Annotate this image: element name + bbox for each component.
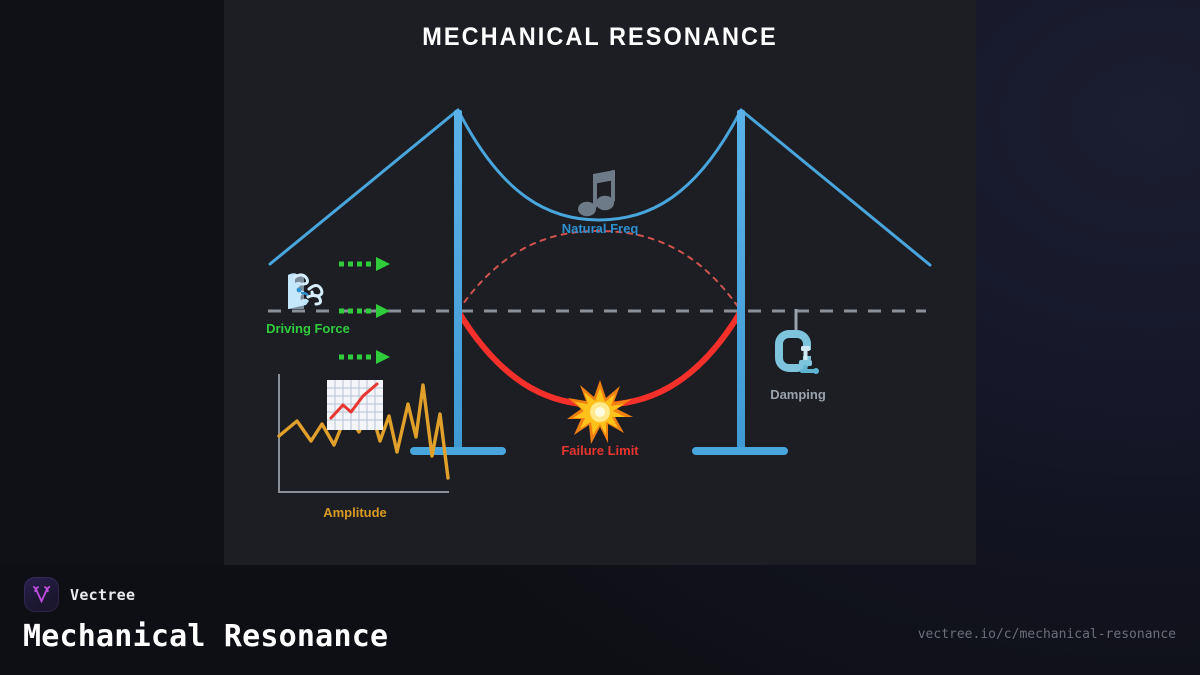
footer-title: Mechanical Resonance (23, 619, 389, 654)
diagram-svg (268, 108, 932, 493)
page-title: MECHANICAL RESONANCE (422, 23, 778, 51)
driving-force-arrows (339, 257, 390, 364)
diagram-canvas: MECHANICAL RESONANCE (224, 0, 976, 565)
cable-main-span (456, 108, 743, 222)
amplitude-waveform (277, 383, 450, 480)
bridge-cables (268, 108, 932, 267)
vectree-mark-icon (32, 585, 51, 604)
label-driving-force: Driving Force (266, 321, 350, 336)
tower-left-base (410, 447, 506, 455)
amplitude-axes (278, 374, 449, 493)
chart-increasing-icon (327, 380, 383, 430)
tower-right-base (692, 447, 788, 455)
force-arrow-middle (339, 304, 390, 318)
tower-left-mast (454, 110, 462, 451)
bridge-towers (410, 110, 788, 455)
footer: Vectree Mechanical Resonance vectree.io/… (0, 565, 1200, 675)
clamp-icon (775, 330, 819, 374)
force-arrow-bottom (339, 350, 390, 364)
label-natural-freq: Natural Freq (561, 221, 639, 236)
brand-row[interactable]: Vectree (24, 577, 135, 612)
wind-blowing-face-icon (288, 273, 324, 309)
label-amplitude: Amplitude (323, 505, 387, 520)
left-background-slab (0, 0, 224, 565)
explosion-icon (567, 380, 633, 444)
force-arrow-top (339, 257, 390, 271)
musical-note-icon-shape (578, 170, 615, 217)
amplitude-plot (277, 374, 450, 493)
footer-url: vectree.io/c/mechanical-resonance (917, 627, 1176, 642)
vectree-logo-icon (24, 577, 59, 612)
cable-left-backstay (268, 108, 460, 266)
label-damping: Damping (770, 387, 826, 402)
brand-name: Vectree (70, 585, 136, 604)
cable-right-backstay (739, 108, 932, 267)
tower-right-mast (737, 110, 745, 451)
ghost-resonance-curve (457, 229, 742, 312)
label-failure-limit: Failure Limit (561, 443, 639, 458)
